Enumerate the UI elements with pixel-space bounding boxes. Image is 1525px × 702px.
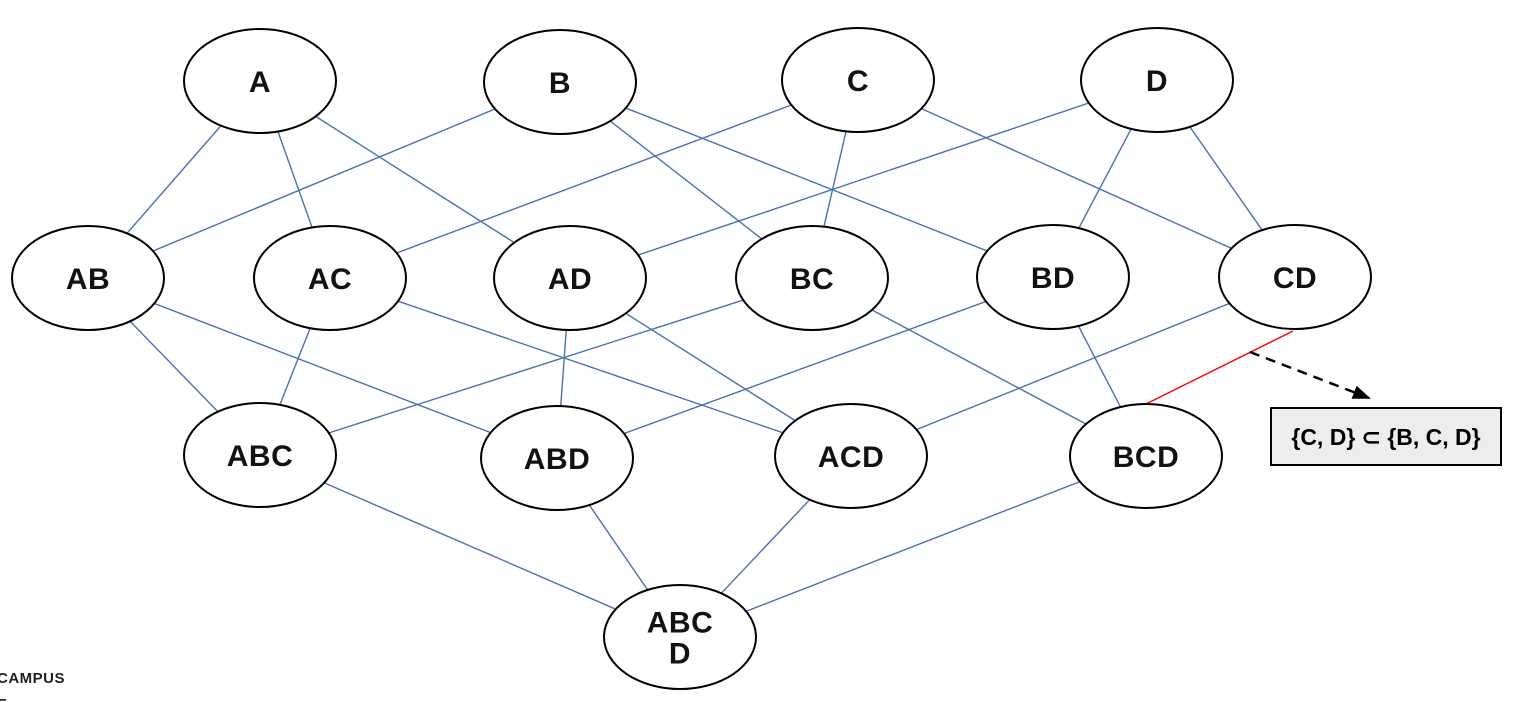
node-ellipse-ABD — [480, 405, 634, 511]
node-ellipse-BCD — [1069, 403, 1223, 509]
node-label-ABCD: D — [669, 637, 691, 670]
watermark-line2: E — [0, 692, 65, 702]
node-AC: AC — [253, 225, 407, 331]
edge-ABC-ABCD — [259, 454, 681, 638]
node-ACD: ACD — [774, 403, 928, 509]
callout-box: {C, D} ⊂ {B, C, D} — [1270, 407, 1502, 466]
node-BD: BD — [976, 224, 1130, 330]
node-label-ABCD: ABC — [647, 606, 714, 639]
node-label-A: A — [249, 66, 271, 99]
edge-AB-ABD — [87, 277, 558, 459]
edge-B-AB — [87, 81, 561, 279]
edge-C-AC — [329, 79, 859, 279]
node-label-BCD: BCD — [1113, 441, 1180, 474]
node-ellipse-ABCD — [603, 584, 757, 690]
node-label-ABD: ABD — [524, 443, 591, 476]
node-AB: AB — [11, 225, 165, 331]
node-AD: AD — [493, 225, 647, 331]
node-D: D — [1080, 27, 1234, 133]
edge-CD-ACD — [850, 276, 1296, 457]
node-label-ACD: ACD — [818, 441, 885, 474]
watermark: CAMPUS E — [0, 666, 65, 702]
edge-BCD-ABCD — [679, 455, 1147, 638]
node-C: C — [781, 27, 935, 133]
node-ellipse-ACD — [774, 403, 928, 509]
edge-AC-ACD — [329, 277, 852, 457]
watermark-line1: CAMPUS — [0, 670, 66, 687]
node-ellipse-D — [1080, 27, 1234, 133]
node-ellipse-AB — [11, 225, 165, 331]
edge-BD-ABD — [556, 276, 1054, 459]
edge-CD-BCD-highlighted — [1145, 330, 1294, 405]
node-label-BC: BC — [790, 263, 834, 296]
node-label-AC: AC — [308, 263, 352, 296]
node-ellipse-CD — [1218, 224, 1372, 330]
edge-D-AD — [569, 79, 1158, 279]
edge-C-CD — [857, 79, 1296, 278]
node-BC: BC — [735, 225, 889, 331]
callout-arrow — [1249, 350, 1371, 400]
node-ellipse-AC — [253, 225, 407, 331]
node-label-CD: CD — [1273, 262, 1317, 295]
node-label-BD: BD — [1031, 262, 1075, 295]
node-label-B: B — [549, 67, 571, 100]
node-CD: CD — [1218, 224, 1372, 330]
node-ellipse-B — [483, 29, 637, 135]
node-ellipse-BD — [976, 224, 1130, 330]
callout-text: {C, D} ⊂ {B, C, D} — [1291, 423, 1481, 450]
node-label-AD: AD — [548, 263, 592, 296]
node-ABD: ABD — [480, 405, 634, 511]
node-A: A — [183, 28, 337, 134]
node-label-ABC: ABC — [227, 440, 294, 473]
node-ellipse-A — [183, 28, 337, 134]
node-ellipse-C — [781, 27, 935, 133]
edge-B-BD — [559, 81, 1054, 278]
node-ellipse-BC — [735, 225, 889, 331]
edge-BC-ABC — [259, 277, 813, 456]
node-ABC: ABC — [183, 402, 337, 508]
node-label-AB: AB — [66, 263, 110, 296]
node-label-C: C — [847, 65, 869, 98]
node-ellipse-ABC — [183, 402, 337, 508]
node-B: B — [483, 29, 637, 135]
node-ellipse-AD — [493, 225, 647, 331]
node-label-D: D — [1146, 65, 1168, 98]
node-BCD: BCD — [1069, 403, 1223, 509]
